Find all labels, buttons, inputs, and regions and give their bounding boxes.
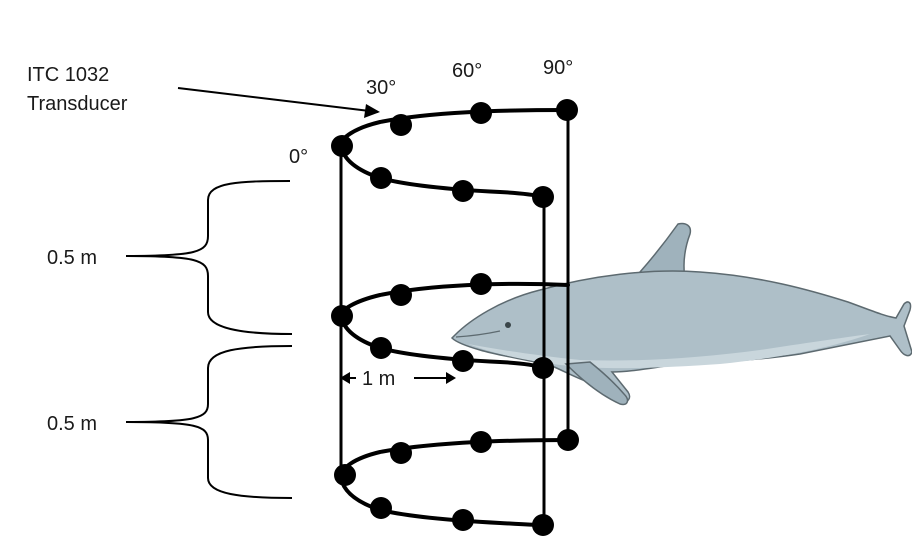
sensor-dot <box>370 497 392 519</box>
dolphin-flipper <box>564 361 629 406</box>
sensor-dot <box>331 305 353 327</box>
sensor-dot <box>390 284 412 306</box>
sensor-dot <box>532 186 554 208</box>
sensor-dot <box>470 431 492 453</box>
dolphin-illustration <box>450 222 912 406</box>
dolphin-mouth <box>455 330 501 338</box>
transducer-label-line1: ITC 1032 <box>27 64 109 86</box>
ring-top <box>339 108 570 199</box>
dolphin-body <box>450 270 912 403</box>
transducer-label-line2: Transducer <box>27 93 128 115</box>
sensor-dot <box>331 135 353 157</box>
spacing-braces <box>125 180 293 499</box>
sensor-dot <box>370 167 392 189</box>
angle-label-30: 30° <box>366 77 396 99</box>
sensor-dot <box>334 464 356 486</box>
radius-label: 1 m <box>362 368 395 390</box>
sensor-dot <box>557 429 579 451</box>
sensor-dot <box>452 180 474 202</box>
angle-label-0: 0° <box>289 146 308 168</box>
sensor-dot <box>556 99 578 121</box>
spacing-label-lower: 0.5 m <box>47 413 97 435</box>
radius-arrows <box>340 372 456 384</box>
sensor-dot <box>470 102 492 124</box>
sensor-dot <box>532 357 554 379</box>
transducer-pointer <box>177 87 380 118</box>
ring-middle <box>339 281 570 370</box>
spacing-label-upper: 0.5 m <box>47 247 97 269</box>
brace-lower <box>125 345 293 499</box>
sensor-dot <box>452 509 474 531</box>
angle-label-90: 90° <box>543 57 573 79</box>
dolphin-dorsal-fin <box>638 222 692 286</box>
sensor-dot <box>390 114 412 136</box>
angle-label-60: 60° <box>452 60 482 82</box>
brace-upper <box>125 180 293 335</box>
array-rings <box>339 108 570 527</box>
sensor-dots <box>331 99 579 536</box>
sensor-dot <box>452 350 474 372</box>
ring-bottom <box>339 438 570 527</box>
sensor-dot <box>470 273 492 295</box>
sensor-dot <box>390 442 412 464</box>
sensor-dot <box>370 337 392 359</box>
sensor-dot <box>532 514 554 536</box>
dolphin-eye <box>505 322 511 328</box>
